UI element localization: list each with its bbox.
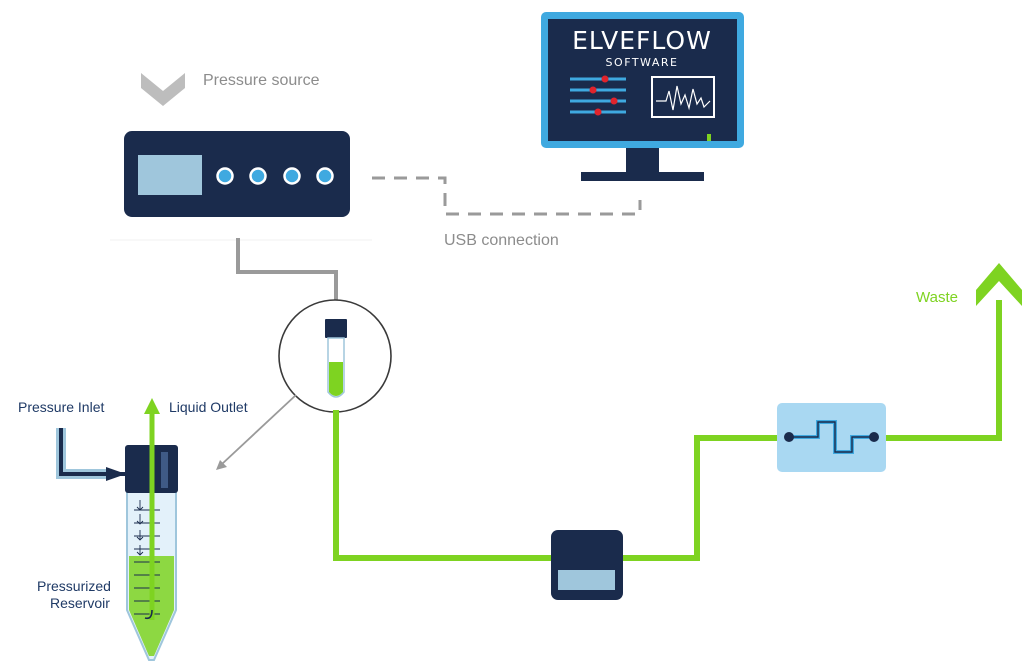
pressure-source-chevron-icon <box>141 73 185 106</box>
controller-display <box>138 155 202 195</box>
controller-knobs <box>216 167 334 185</box>
computer-monitor: ELVEFLOW SOFTWARE <box>541 12 744 181</box>
zoom-pointer-arrow <box>216 394 297 470</box>
software-waveform-icon <box>651 76 715 118</box>
monitor-subtitle: SOFTWARE <box>606 56 679 69</box>
pressurized-reservoir <box>56 398 178 661</box>
reservoir-label-line2: Reservoir <box>50 595 110 611</box>
liquid-path-to-sensor <box>333 410 553 561</box>
pressure-controller <box>110 131 372 241</box>
microfluidic-chip <box>777 403 886 472</box>
waste-arrow-icon <box>976 263 1022 306</box>
pressure-source-label: Pressure source <box>203 72 320 89</box>
usb-cable <box>372 176 642 216</box>
monitor-brand: ELVEFLOW <box>572 26 712 55</box>
pressure-tubing <box>236 238 338 302</box>
software-sliders-icon <box>570 75 626 116</box>
pressure-inlet-label: Pressure Inlet <box>18 399 105 415</box>
liquid-path-to-chip <box>622 435 777 561</box>
pressure-arrows-icon <box>136 500 144 556</box>
liquid-outlet-arrow-icon <box>144 398 160 414</box>
waste-label: Waste <box>916 289 958 306</box>
flow-sensor <box>551 530 623 600</box>
reservoir-label-line1: Pressurized <box>37 578 111 594</box>
liquid-outlet-label: Liquid Outlet <box>169 399 248 415</box>
usb-connection-label: USB connection <box>444 232 559 249</box>
liquid-path-to-waste <box>886 300 1002 441</box>
zoom-circle <box>278 299 392 413</box>
